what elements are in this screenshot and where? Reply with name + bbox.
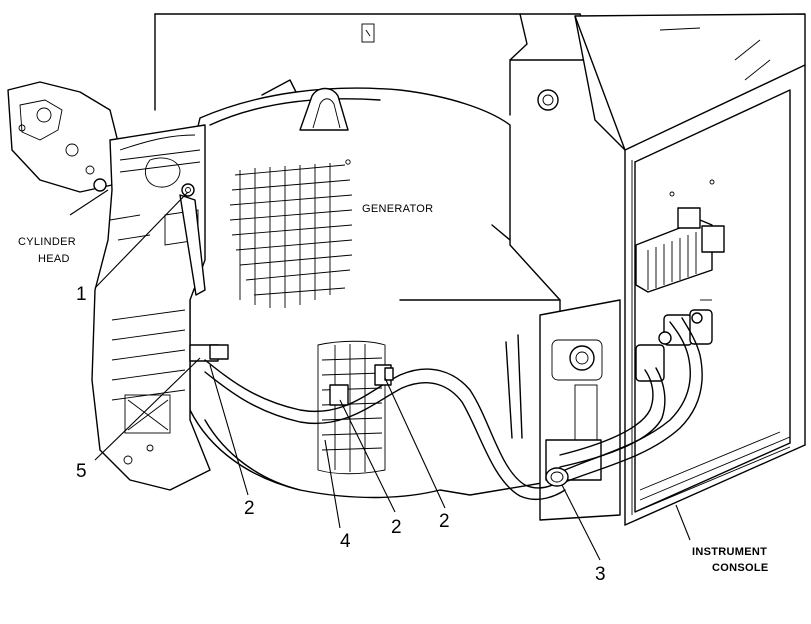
console-connectors bbox=[635, 299, 713, 382]
generator-body bbox=[189, 87, 561, 499]
generator-label: GENERATOR bbox=[362, 203, 433, 215]
callout-3: 3 bbox=[595, 564, 606, 585]
text-labels: CYLINDER HEAD GENERATOR INSTRUMENT CONSO… bbox=[18, 203, 769, 574]
terminal-block bbox=[635, 207, 725, 293]
callout-4: 4 bbox=[340, 531, 351, 552]
wiring-harness bbox=[204, 317, 703, 500]
callout-2-left: 2 bbox=[244, 498, 255, 519]
harness-clips bbox=[329, 364, 394, 406]
callout-1: 1 bbox=[76, 284, 87, 305]
callout-2-right: 2 bbox=[439, 511, 450, 532]
leader-lines bbox=[69, 189, 691, 561]
callout-2-middle: 2 bbox=[391, 517, 402, 538]
instrument-console-label-line1: INSTRUMENT bbox=[692, 546, 767, 558]
instrument-console-label-line2: CONSOLE bbox=[712, 562, 769, 574]
engine-mount-lug bbox=[179, 183, 206, 296]
cylinder-head-label-line1: CYLINDER bbox=[18, 236, 76, 248]
callout-numbers: 1 5 2 4 2 2 3 bbox=[76, 284, 606, 585]
grommet bbox=[545, 467, 569, 487]
instrument-console-cabinet bbox=[574, 13, 806, 526]
cylinder-head-label-line2: HEAD bbox=[38, 253, 70, 265]
cylinder-head bbox=[7, 81, 121, 193]
callout-5: 5 bbox=[76, 461, 87, 482]
engine-clamp bbox=[189, 344, 229, 362]
